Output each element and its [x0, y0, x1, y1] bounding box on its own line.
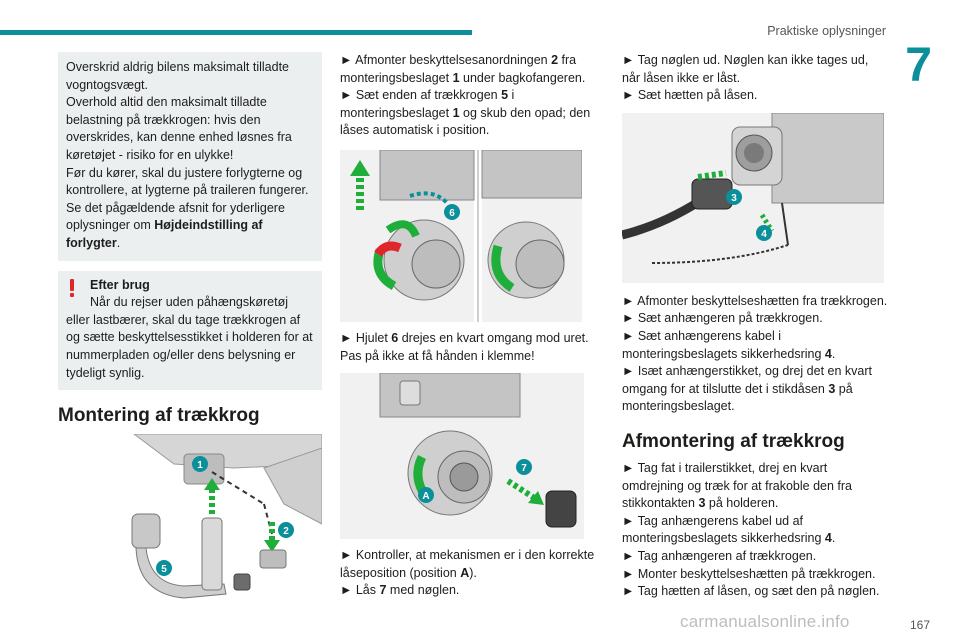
info-box: Overskrid aldrig bilens maksimalt tillad…: [58, 52, 322, 261]
fig-label: 6: [449, 208, 455, 219]
figure-trailer-connector: 3 4: [622, 112, 884, 283]
fig-label: 4: [761, 229, 767, 240]
instruction-step: ► Tag anhængerens kabel ud af monterings…: [622, 513, 836, 546]
header-accent-bar: [0, 30, 472, 35]
warning-title: Efter brug: [90, 277, 150, 292]
fig-label: 2: [283, 526, 289, 537]
warning-box: Efter brug Når du rejser uden påhængskør…: [58, 270, 322, 391]
instruction-step: ► Hjulet 6 drejes en kvart omgang mod ur…: [340, 330, 589, 363]
column-right: ► Tag nøglen ud. Nøglen kan ikke tages u…: [622, 52, 888, 601]
instruction-step: ► Sæt anhængeren på trækkrogen.: [622, 311, 823, 326]
figure-lock-position: 7 A: [340, 373, 584, 540]
instruction-step: ► Afmonter beskyttelseshætten fra trækkr…: [622, 293, 888, 308]
instruction-step: ► Sæt enden af trækkrogen 5 i monterings…: [340, 88, 591, 138]
chapter-number: 7: [905, 39, 932, 92]
instruction-step: ► Kontroller, at mekanismen er i den kor…: [340, 548, 595, 580]
instruction-step: ► Afmonter beskyttelsesanordningen 2 fra…: [340, 53, 586, 85]
instruction-step: ► Tag hætten af låsen, og sæt den på nøg…: [622, 584, 880, 599]
fig-label: 3: [731, 193, 737, 204]
instruction-step: ► Monter beskyttelseshætten på trækkroge…: [622, 566, 876, 581]
info-line: Overskrid aldrig bilens maksimalt tillad…: [66, 60, 289, 92]
figure-wheel-rotation: 6: [340, 149, 582, 322]
section-heading-mount: Montering af trækkrog: [58, 405, 260, 427]
warning-text: Når du rejser uden påhængskøretøj eller …: [66, 295, 313, 380]
instruction-step: ► Sæt hætten på låsen.: [622, 88, 758, 103]
fig-label: 7: [521, 463, 527, 474]
section-heading-dismount: Afmontering af trækkrog: [622, 430, 845, 452]
info-line: Overhold altid den maksimalt tilladte be…: [66, 95, 292, 162]
fig-label: 5: [161, 564, 167, 575]
instruction-step: ► Tag fat i trailerstikket, drej en kvar…: [622, 460, 852, 511]
instruction-step: ► Tag anhængeren af trækkrogen.: [622, 548, 817, 563]
fig-label: 1: [197, 460, 203, 471]
fig-label: A: [422, 491, 429, 502]
instruction-step: ► Tag nøglen ud. Nøglen kan ikke tages u…: [622, 53, 869, 85]
info-line-reference: Se det pågældende afsnit for yderligere …: [66, 200, 285, 250]
page-header-title: Praktiske oplysninger: [767, 24, 886, 38]
column-middle: ► Afmonter beskyttelsesanordningen 2 fra…: [340, 52, 596, 600]
info-line: Før du kører, skal du justere forlygtern…: [66, 165, 309, 198]
reference-link[interactable]: Højdeindstilling af forlygter: [66, 218, 263, 250]
instruction-step: ► Lås 7 med nøglen.: [340, 583, 460, 598]
watermark: carmanualsonline.info: [680, 612, 850, 631]
instruction-step: ► Isæt anhængerstikket, og drej det en k…: [622, 364, 872, 414]
figure-towbar-mounting: 1 2 5: [114, 434, 322, 613]
instruction-step: ► Sæt anhængerens kabel i monteringsbesl…: [622, 328, 836, 361]
warning-icon: [70, 278, 74, 297]
column-left: Overskrid aldrig bilens maksimalt tillad…: [58, 52, 322, 613]
page-number: 167: [909, 618, 930, 632]
